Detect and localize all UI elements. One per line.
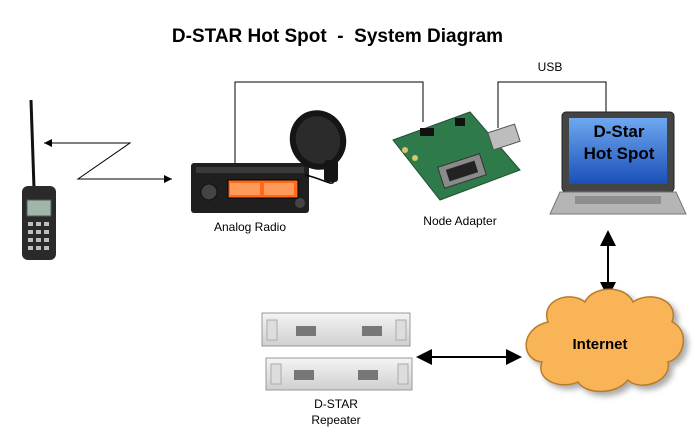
- laptop-icon: [549, 111, 687, 215]
- internet-label: Internet: [572, 336, 628, 353]
- internet-cloud-icon: [525, 288, 685, 393]
- laptop-screen-text: D-Star Hot Spot: [570, 121, 668, 165]
- rf-link-zigzag: [44, 142, 172, 180]
- usb-cable: [497, 81, 607, 128]
- rf-arrow-head-left: [44, 139, 52, 147]
- connections: [44, 81, 616, 365]
- rf-arrow-head-right: [164, 175, 172, 183]
- laptop-screen-line1: D-Star: [593, 122, 645, 141]
- repeater-label-line2: Repeater: [311, 413, 361, 427]
- repeater-icon: [261, 312, 413, 391]
- diagram-title: D-STAR Hot Spot - System Diagram: [171, 26, 504, 47]
- handheld-radio-icon: [22, 99, 56, 260]
- analog-radio-icon: [191, 110, 347, 213]
- analog-radio-label: Analog Radio: [213, 220, 287, 234]
- usb-label: USB: [537, 60, 563, 74]
- node-adapter-icon: [392, 111, 521, 201]
- repeater-label-line1: D-STAR: [314, 397, 358, 411]
- laptop-screen-line2: Hot Spot: [583, 144, 655, 163]
- radio-to-node-cable: [234, 81, 424, 165]
- node-adapter-label: Node Adapter: [423, 214, 497, 228]
- repeater-label: D-STAR Repeater: [288, 396, 384, 428]
